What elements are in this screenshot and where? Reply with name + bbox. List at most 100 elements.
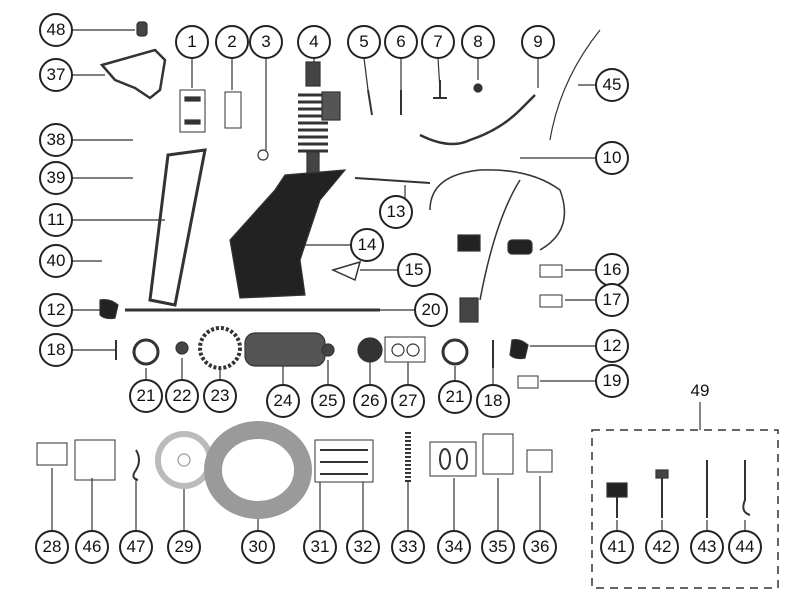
part-44 bbox=[742, 460, 751, 516]
part-label-13: 13 bbox=[379, 195, 413, 229]
part-47 bbox=[132, 449, 140, 481]
part-label-26: 26 bbox=[353, 384, 387, 418]
part-label-20: 20 bbox=[414, 293, 448, 327]
part-label-21a: 21 bbox=[129, 379, 163, 413]
part-label-10: 10 bbox=[595, 141, 629, 175]
part-label-24: 24 bbox=[266, 384, 300, 418]
part-41 bbox=[606, 482, 628, 498]
part-4-shock-top bbox=[305, 61, 321, 87]
part-26-disc bbox=[357, 337, 383, 363]
part-label-25: 25 bbox=[311, 384, 345, 418]
part-label-3: 3 bbox=[249, 25, 283, 59]
part-label-38: 38 bbox=[39, 123, 73, 157]
part-label-37: 37 bbox=[39, 58, 73, 92]
part-label-15: 15 bbox=[397, 253, 431, 287]
part-label-27: 27 bbox=[391, 384, 425, 418]
part-label-35: 35 bbox=[481, 530, 515, 564]
part-label-9: 9 bbox=[521, 25, 555, 59]
part-4-shock-spring bbox=[298, 93, 328, 153]
part-label-46: 46 bbox=[75, 530, 109, 564]
part-29-hub bbox=[177, 453, 191, 467]
part-1-pad bbox=[184, 119, 201, 125]
part-label-39: 39 bbox=[39, 161, 73, 195]
part-7-pin bbox=[433, 80, 447, 99]
part-label-45: 45 bbox=[595, 68, 629, 102]
part-label-1: 1 bbox=[175, 25, 209, 59]
part-label-14: 14 bbox=[350, 228, 384, 262]
part-19 bbox=[517, 375, 539, 389]
part-34-washer bbox=[456, 448, 468, 470]
assembly-label-49: 49 bbox=[690, 381, 710, 400]
part-label-22: 22 bbox=[165, 379, 199, 413]
part-label-43: 43 bbox=[690, 530, 724, 564]
part-label-41: 41 bbox=[600, 530, 634, 564]
part-label-17: 17 bbox=[595, 283, 629, 317]
part-4-reservoir bbox=[321, 91, 341, 121]
part-48-nut bbox=[136, 21, 148, 37]
part-label-6: 6 bbox=[384, 25, 418, 59]
part-37-bracket bbox=[99, 48, 167, 100]
part-11-chain-guard bbox=[148, 148, 207, 307]
part-1-pad bbox=[184, 96, 201, 102]
part-31-32-box bbox=[314, 439, 374, 483]
part-34-box bbox=[429, 441, 477, 477]
leader-5 bbox=[363, 57, 369, 91]
part-4-shock-bottom bbox=[306, 151, 320, 175]
part-label-16: 16 bbox=[595, 253, 629, 287]
part-label-18a: 18 bbox=[39, 333, 73, 367]
part-label-5: 5 bbox=[347, 25, 381, 59]
part-label-47: 47 bbox=[119, 530, 153, 564]
part-label-18b: 18 bbox=[476, 384, 510, 418]
part-label-30: 30 bbox=[241, 530, 275, 564]
part-label-11: 11 bbox=[39, 203, 73, 237]
part-label-34: 34 bbox=[437, 530, 471, 564]
part-2-plate bbox=[224, 91, 242, 129]
part-10-reservoir bbox=[507, 239, 533, 255]
part-45-cable bbox=[549, 29, 601, 141]
part-label-8: 8 bbox=[461, 25, 495, 59]
part-label-44: 44 bbox=[728, 530, 762, 564]
part-10-line bbox=[479, 179, 521, 301]
part-46 bbox=[74, 439, 116, 481]
part-label-42: 42 bbox=[645, 530, 679, 564]
part-label-2: 2 bbox=[215, 25, 249, 59]
part-label-48: 48 bbox=[39, 13, 73, 47]
part-17 bbox=[539, 294, 563, 308]
part-13-bolt bbox=[354, 177, 431, 184]
part-34-washer bbox=[439, 448, 451, 470]
part-23-sprocket bbox=[198, 326, 242, 370]
part-24-bearing-carrier bbox=[244, 332, 326, 367]
part-27-ring bbox=[391, 343, 405, 357]
part-10-brake-line bbox=[429, 169, 566, 251]
part-label-32: 32 bbox=[346, 530, 380, 564]
part-5-bolt bbox=[367, 89, 373, 116]
part-27-ring bbox=[406, 343, 420, 357]
part-label-29: 29 bbox=[167, 530, 201, 564]
part-21-hub-left bbox=[132, 338, 160, 366]
part-16 bbox=[539, 264, 563, 278]
part-29-rim bbox=[155, 431, 213, 489]
part-35-box bbox=[482, 433, 514, 475]
part-label-23: 23 bbox=[203, 379, 237, 413]
part-21-hub-right bbox=[441, 338, 469, 366]
part-49-assembly-box bbox=[591, 429, 779, 589]
part-label-7: 7 bbox=[421, 25, 455, 59]
part-label-12b: 12 bbox=[595, 329, 629, 363]
part-label-21b: 21 bbox=[438, 380, 472, 414]
part-36-box bbox=[526, 449, 553, 473]
part-label-40: 40 bbox=[39, 244, 73, 278]
part-3-washer bbox=[257, 149, 269, 161]
part-22-nut bbox=[175, 341, 189, 355]
part-14-swing-arm bbox=[229, 169, 347, 299]
part-label-4: 4 bbox=[297, 25, 331, 59]
part-27-box bbox=[384, 336, 426, 363]
part-label-31: 31 bbox=[303, 530, 337, 564]
part-8-nut bbox=[473, 83, 483, 93]
part-1-pads-box bbox=[179, 89, 206, 133]
part-label-33: 33 bbox=[391, 530, 425, 564]
part-42 bbox=[655, 469, 669, 479]
part-10-master-cylinder bbox=[459, 297, 479, 323]
part-9-brake-hose bbox=[419, 94, 536, 146]
